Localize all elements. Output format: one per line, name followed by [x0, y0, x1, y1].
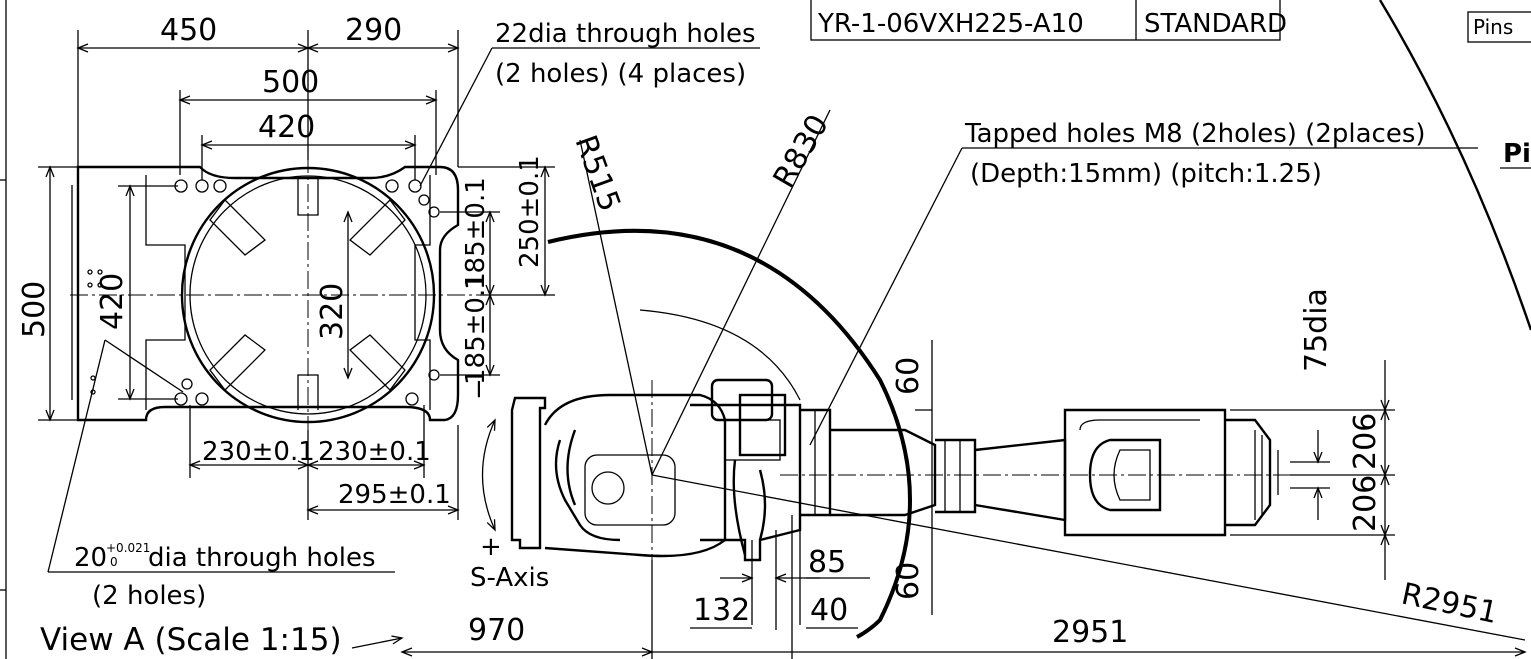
dim-290: 290 [345, 13, 402, 48]
note-20dia-number: 20 [74, 543, 107, 573]
title-block: YR-1-06VXH225-A10 STANDARD [810, 0, 1287, 41]
tapped-line1: Tapped holes M8 (2holes) (2places) [964, 119, 1426, 149]
s-axis-minus: − [464, 378, 494, 400]
dim-60-bottom: 60 [891, 562, 926, 600]
note-20dia-tol-upper: +0.021 [106, 541, 150, 555]
tapped-holes-note: Tapped holes M8 (2holes) (2places) (Dept… [809, 119, 1478, 446]
radius-r515: R515 [567, 131, 627, 216]
dim-85: 85 [808, 545, 846, 580]
dim-295: 295±0.1 [338, 480, 451, 510]
spec-label: STANDARD [1144, 9, 1287, 39]
model-number: YR-1-06VXH225-A10 [817, 9, 1084, 39]
note-20dia-suffix: dia through holes [148, 543, 376, 573]
note-22dia-line1: 22dia through holes [495, 19, 756, 49]
dim-75dia: 75dia [1299, 288, 1334, 372]
s-axis-plus: + [480, 532, 502, 562]
pins-box-label: Pins [1473, 15, 1513, 39]
s-axis-indicator: − + S-Axis [464, 378, 549, 593]
dim-450: 450 [160, 13, 217, 48]
note-20dia-line2: (2 holes) [92, 581, 206, 611]
s-axis-label: S-Axis [470, 563, 549, 593]
base-plate-notes: 22dia through holes (2 holes) (4 places)… [47, 19, 760, 611]
pins-side-label: Pin [1503, 139, 1531, 169]
dim-420-left: 420 [95, 273, 130, 330]
dim-132: 132 [693, 593, 750, 628]
tapped-line2: (Depth:15mm) (pitch:1.25) [970, 159, 1322, 189]
dim-60-top: 60 [891, 357, 926, 395]
dim-320: 320 [315, 283, 350, 340]
robot-dimensions: 75dia 206 206 60 60 85 132 40 970 2951 [400, 288, 1527, 659]
dim-206-bottom: 206 [1348, 475, 1383, 532]
base-plate-dimensions: 450 290 500 420 500 420 320 185±0.1 25 [17, 13, 555, 520]
radius-r2951: R2951 [1398, 577, 1500, 631]
dim-500-top: 500 [262, 65, 319, 100]
pins-box: Pins [1467, 11, 1531, 43]
dim-230-left: 230±0.1 [202, 437, 315, 467]
dim-185-lower: 185±0.1 [461, 272, 491, 385]
robot-side-view [510, 378, 1325, 562]
radius-r830: R830 [767, 109, 836, 194]
dim-185-upper: 185±0.1 [461, 177, 491, 290]
dim-250: 250±0.1 [515, 155, 545, 268]
dim-206-top: 206 [1348, 413, 1383, 470]
view-label: View A (Scale 1:15) [40, 622, 342, 658]
dim-2951: 2951 [1052, 615, 1128, 650]
note-22dia-line2: (2 holes) (4 places) [495, 59, 746, 89]
dim-230-right: 230±0.1 [318, 437, 431, 467]
dim-500-left: 500 [17, 281, 52, 338]
view-boundary-arc [1378, 0, 1531, 331]
dim-420-top: 420 [258, 110, 315, 145]
note-20dia-tol-lower: 0 [110, 555, 118, 569]
dim-40: 40 [810, 593, 848, 628]
dim-970: 970 [468, 613, 525, 648]
